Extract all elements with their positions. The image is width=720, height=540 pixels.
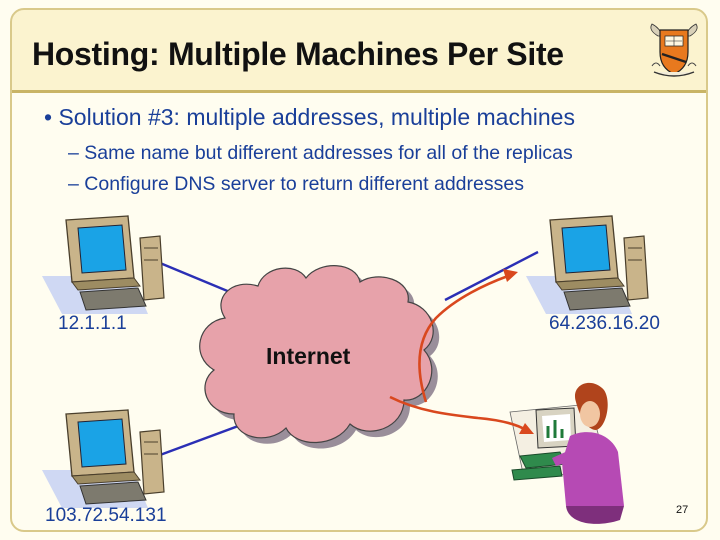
bullet-solution: • Solution #3: multiple addresses, multi… <box>44 104 575 130</box>
woman-at-computer-icon <box>509 382 624 524</box>
link-right-top <box>444 250 539 302</box>
page-number: 27 <box>676 504 689 516</box>
slide-frame <box>10 8 708 532</box>
bullet-solution-text: Solution #3: multiple addresses, multipl… <box>58 104 575 130</box>
machine-address-left-bottom: 103.72.54.131 <box>45 505 167 526</box>
machine-address-left-top: 12.1.1.1 <box>58 313 127 334</box>
title-bar <box>12 10 706 93</box>
response-arrow <box>418 274 509 403</box>
subpoint-same-name-text: Same name but different addresses for al… <box>84 142 573 164</box>
slide-title: Hosting: Multiple Machines Per Site <box>32 36 564 72</box>
desktop-computer-icon <box>41 215 165 314</box>
response-arrowhead <box>503 269 518 282</box>
subpoint-configure-dns-text: Configure DNS server to return different… <box>84 173 524 195</box>
subpoint-configure-dns: – Configure DNS server to return differe… <box>68 173 524 195</box>
internet-cloud <box>199 265 440 449</box>
subpoint-same-name: – Same name but different addresses for … <box>68 142 573 164</box>
machine-address-right-top: 64.236.16.20 <box>549 313 660 334</box>
internet-label: Internet <box>266 343 351 369</box>
desktop-computer-icon <box>525 215 649 314</box>
request-arrowhead <box>519 423 534 434</box>
request-arrow <box>389 395 527 432</box>
desktop-computer-icon <box>41 409 165 508</box>
princeton-seal-icon <box>650 23 698 77</box>
